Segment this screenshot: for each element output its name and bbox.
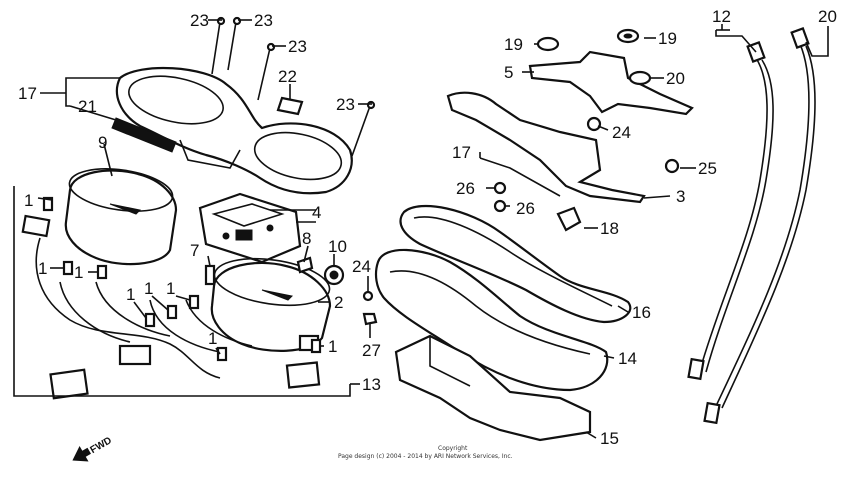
- callout-15: 17: [18, 84, 37, 103]
- fwd-arrow: FWD: [72, 435, 114, 462]
- callout-labels: 23 23 23 23 22 17 21 9 1 1 1 1 1 1 1 1 4…: [18, 7, 837, 448]
- part-6: [204, 264, 216, 286]
- part-26a: [493, 181, 507, 195]
- leader-lines: [37, 19, 829, 439]
- callout-5: 5: [504, 63, 513, 82]
- part-17: [479, 157, 582, 232]
- callout-7: 8: [302, 229, 311, 248]
- part-bulbs: [42, 196, 322, 362]
- callout-20: 20: [818, 7, 837, 26]
- callout-1: 1: [144, 279, 153, 298]
- callout-6: 7: [190, 241, 199, 260]
- part-indicator-housing: [198, 192, 302, 264]
- bracket-15: [65, 77, 70, 107]
- callout-4: 3: [676, 187, 685, 206]
- callout-25: 24: [352, 257, 371, 276]
- part-lower-cover: [374, 248, 609, 392]
- callout-23: 23: [288, 37, 307, 56]
- callout-1: 1: [208, 329, 217, 348]
- callout-17: 18: [600, 219, 619, 238]
- callout-26: 26: [456, 179, 475, 198]
- part-26b: [493, 199, 507, 213]
- callout-26: 26: [516, 199, 535, 218]
- part-stay: [446, 91, 646, 204]
- callout-1: 1: [74, 263, 83, 282]
- part-decal: [111, 117, 177, 153]
- copyright-line1: Copyright: [438, 445, 468, 452]
- callout-10: 12: [712, 7, 731, 26]
- callout-22: 22: [278, 67, 297, 86]
- callout-8: 10: [328, 237, 347, 256]
- callout-2: 2: [334, 293, 343, 312]
- callout-23: 23: [336, 95, 355, 114]
- callout-9: 9: [98, 133, 107, 152]
- part-base-bracket: [394, 334, 592, 442]
- part-25: [362, 290, 374, 302]
- part-meter-visor: [115, 66, 353, 195]
- callout-13: 14: [618, 349, 637, 368]
- part-cable-10: [687, 41, 774, 381]
- part-plate: [528, 50, 694, 116]
- part-gasket: [399, 204, 632, 324]
- callout-19: 19: [504, 35, 523, 54]
- callout-1: 1: [24, 191, 33, 210]
- callout-1: 1: [166, 279, 175, 298]
- callout-27: 27: [362, 341, 381, 360]
- fwd-label: FWD: [89, 435, 114, 456]
- callout-3: 4: [312, 203, 321, 222]
- callout-24: 25: [698, 159, 717, 178]
- visor-bracket: [179, 139, 241, 169]
- part-tachometer: [210, 257, 332, 352]
- copyright-line2: Page design (c) 2004 - 2014 by ARI Netwo…: [338, 453, 513, 460]
- part-24b: [664, 158, 680, 174]
- callout-1: 1: [328, 337, 337, 356]
- part-pad: [276, 96, 304, 116]
- callout-21: 21: [78, 97, 97, 116]
- visor-right-opening: [253, 131, 343, 181]
- callout-23: 23: [254, 11, 273, 30]
- callout-14: 15: [600, 429, 619, 448]
- callout-12: 13: [362, 375, 381, 394]
- part-27: [362, 312, 378, 326]
- callout-19: 20: [666, 69, 685, 88]
- callout-23: 23: [190, 11, 209, 30]
- callout-1: 1: [126, 285, 135, 304]
- callout-17: 17: [452, 143, 471, 162]
- visor-left-opening: [128, 75, 224, 125]
- callout-24: 24: [612, 123, 631, 142]
- part-speedometer: [64, 168, 178, 266]
- callout-16: 16: [632, 303, 651, 322]
- part-24a: [586, 116, 602, 132]
- callout-18: 19: [658, 29, 677, 48]
- callout-1: 1: [38, 259, 47, 278]
- part-cable-20: [703, 27, 816, 425]
- bracket-12: [13, 186, 351, 397]
- part-7: [296, 256, 314, 274]
